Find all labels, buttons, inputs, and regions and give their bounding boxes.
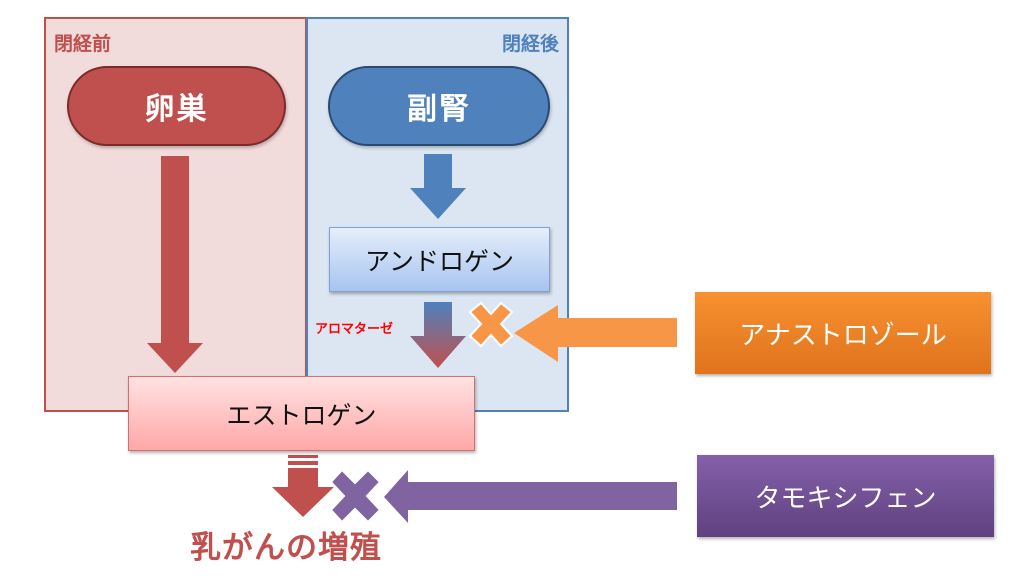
arrow-adrenal-to-androgen (410, 154, 466, 219)
ovary-node: 卵巣 (67, 66, 286, 146)
aromatase-label: アロマターゼ (315, 322, 394, 337)
tamoxifen-label: タモキシフェン (754, 483, 937, 514)
androgen-node: アンドロゲン (329, 227, 550, 292)
adrenal-node: 副腎 (328, 66, 550, 146)
arrow-androgen-to-estrogen (410, 302, 466, 368)
adrenal-label: 副腎 (407, 92, 471, 127)
estrogen-node: エストロゲン (128, 376, 475, 451)
block-x-icon-tamoxifen (329, 468, 382, 524)
tamoxifen-node: タモキシフェン (697, 455, 994, 537)
anastrozole-label: アナストロゾール (739, 320, 947, 351)
androgen-label: アンドロゲン (364, 246, 514, 276)
arrow-ovary-to-estrogen (147, 156, 203, 373)
block-x-icon-anastrozole (468, 301, 514, 348)
premenopause-label: 閉経前 (54, 33, 112, 55)
arrow-estrogen-to-outcome (272, 455, 334, 517)
arrow-tamoxifen-inhibit (384, 470, 677, 523)
anastrozole-node: アナストロゾール (695, 292, 991, 374)
estrogen-label: エストロゲン (226, 400, 377, 430)
postmenopause-label: 閉経後 (501, 33, 559, 55)
ovary-label: 卵巣 (144, 92, 209, 127)
outcome-label: 乳がんの増殖 (190, 530, 382, 566)
arrow-anastrozole-inhibit (514, 305, 677, 362)
